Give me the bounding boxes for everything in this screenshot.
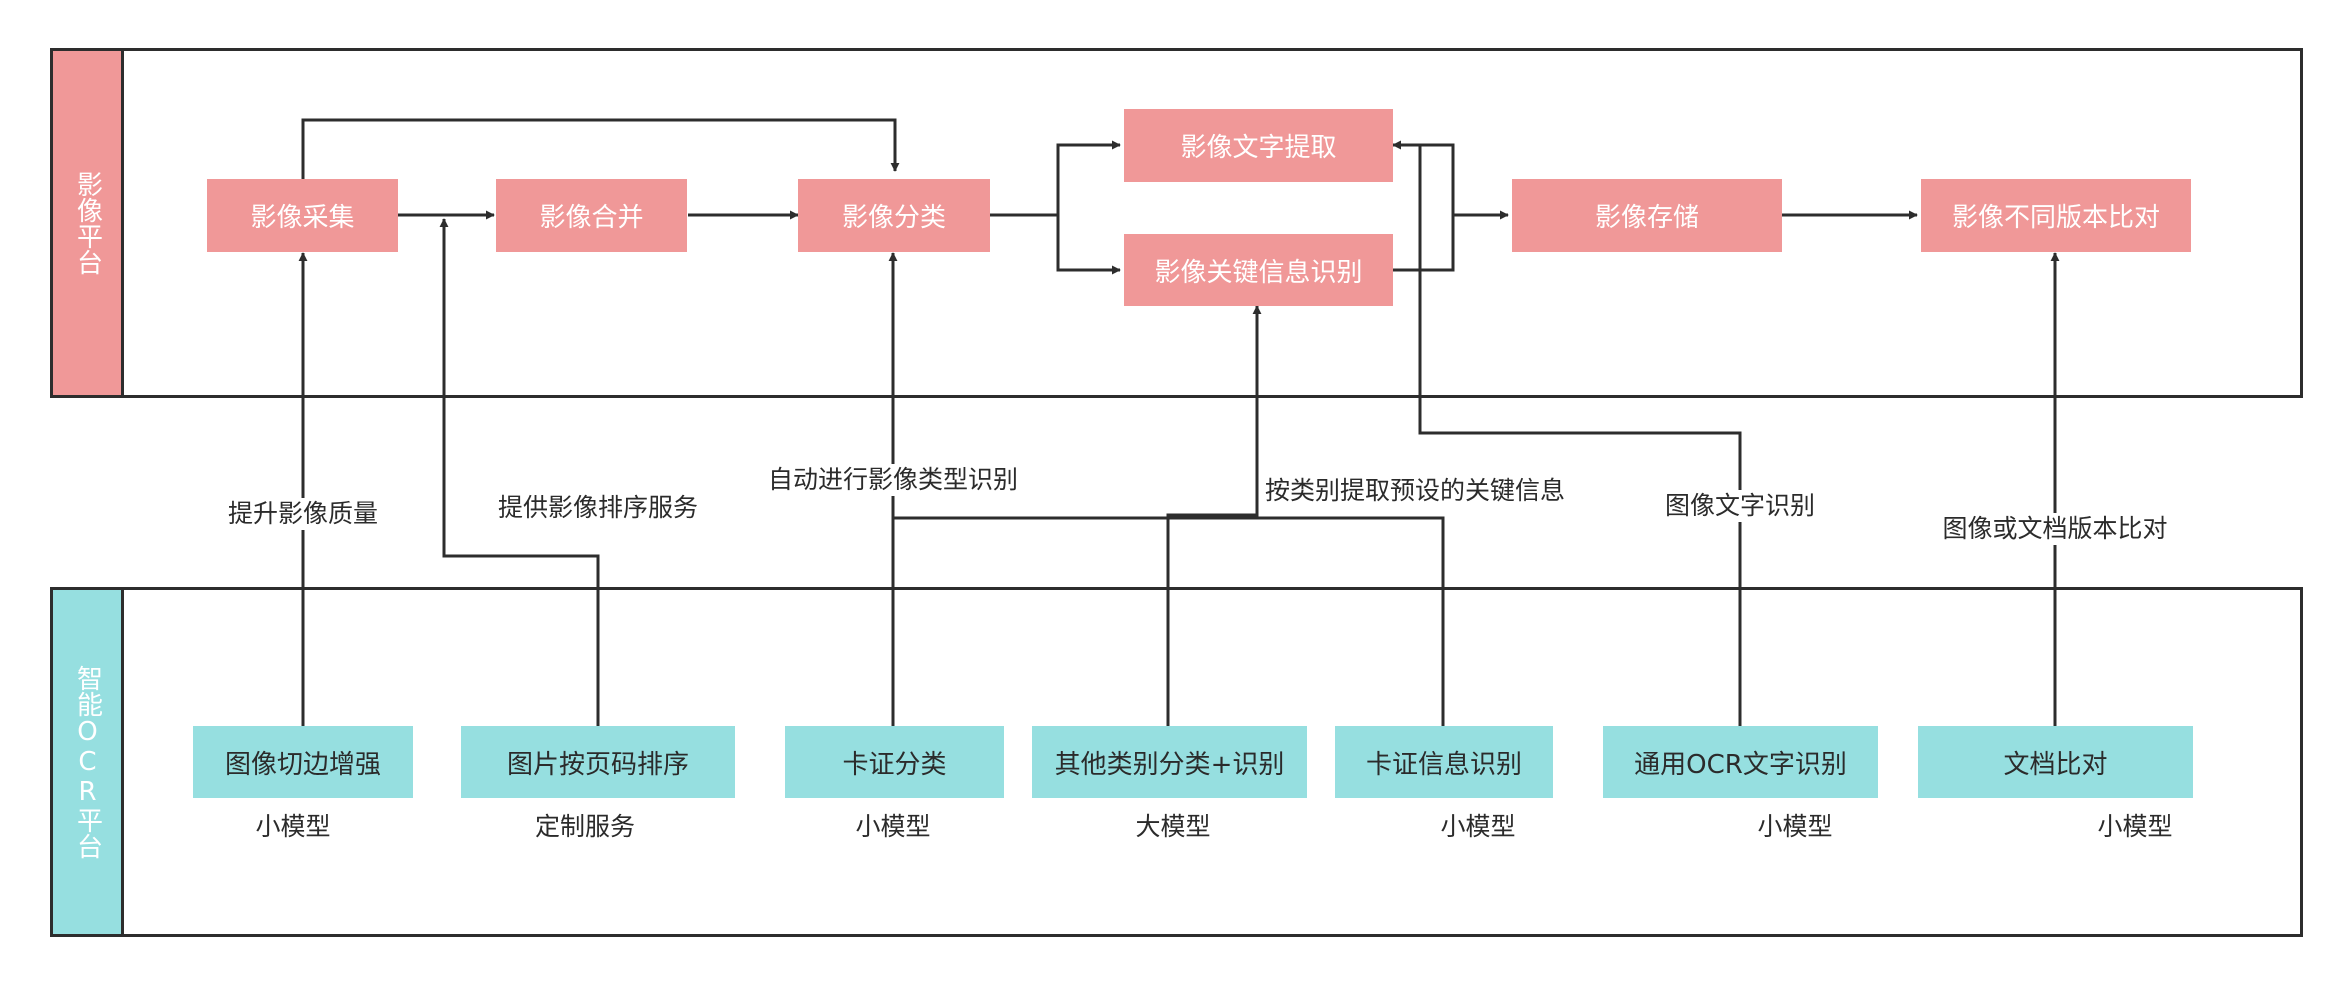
caption-card-info: 小模型 — [1440, 812, 1516, 841]
edge-bus-classify — [893, 516, 1445, 726]
edge-ocr-text — [1392, 140, 1742, 726]
caption-doc-compare: 小模型 — [2097, 812, 2173, 841]
caption-page-sort: 定制服务 — [534, 812, 636, 841]
label-sort-service: 提供影像排序服务 — [495, 492, 701, 524]
caption-card-classify: 小模型 — [855, 812, 931, 841]
label-enhance-quality: 提升影像质量 — [225, 498, 381, 530]
edge-sort-merge — [439, 218, 600, 726]
node-classify[interactable]: 影像分类 — [798, 179, 990, 252]
ocr-lane: 智能OCR平台 — [50, 587, 2303, 937]
edge-other-bus — [1166, 513, 1257, 726]
node-key-info[interactable]: 影像关键信息识别 — [1124, 234, 1393, 306]
platform-lane-title: 影像平台 — [72, 171, 103, 275]
caption-crop-enhance: 小模型 — [255, 812, 331, 841]
platform-lane-header: 影像平台 — [53, 51, 124, 395]
node-doc-compare[interactable]: 文档比对 — [1918, 726, 2193, 798]
node-other-classify[interactable]: 其他类别分类+识别 — [1032, 726, 1307, 798]
ocr-lane-title: 智能OCR平台 — [72, 665, 103, 859]
node-general-ocr[interactable]: 通用OCR文字识别 — [1603, 726, 1878, 798]
node-storage[interactable]: 影像存储 — [1512, 179, 1782, 252]
label-auto-type: 自动进行影像类型识别 — [765, 464, 1021, 496]
platform-lane: 影像平台 — [50, 48, 2303, 398]
node-page-sort[interactable]: 图片按页码排序 — [461, 726, 735, 798]
node-card-classify[interactable]: 卡证分类 — [785, 726, 1004, 798]
node-merge[interactable]: 影像合并 — [496, 179, 687, 252]
edge-classify-text — [1056, 140, 1121, 215]
ocr-lane-header: 智能OCR平台 — [53, 590, 124, 934]
label-doc-version: 图像或文档版本比对 — [1940, 513, 2170, 545]
caption-other-classify: 大模型 — [1135, 812, 1211, 841]
label-image-text: 图像文字识别 — [1662, 490, 1818, 522]
node-card-info[interactable]: 卡证信息识别 — [1335, 726, 1553, 798]
edge-capture-classify-loop — [301, 118, 900, 179]
node-version-compare[interactable]: 影像不同版本比对 — [1921, 179, 2191, 252]
edge-key-join — [1393, 215, 1455, 272]
node-capture[interactable]: 影像采集 — [207, 179, 398, 252]
label-key-by-type: 按类别提取预设的关键信息 — [1262, 475, 1568, 507]
node-crop-enhance[interactable]: 图像切边增强 — [193, 726, 413, 798]
caption-general-ocr: 小模型 — [1757, 812, 1833, 841]
node-text-extract[interactable]: 影像文字提取 — [1124, 109, 1393, 182]
edge-classify-key — [1056, 215, 1121, 275]
